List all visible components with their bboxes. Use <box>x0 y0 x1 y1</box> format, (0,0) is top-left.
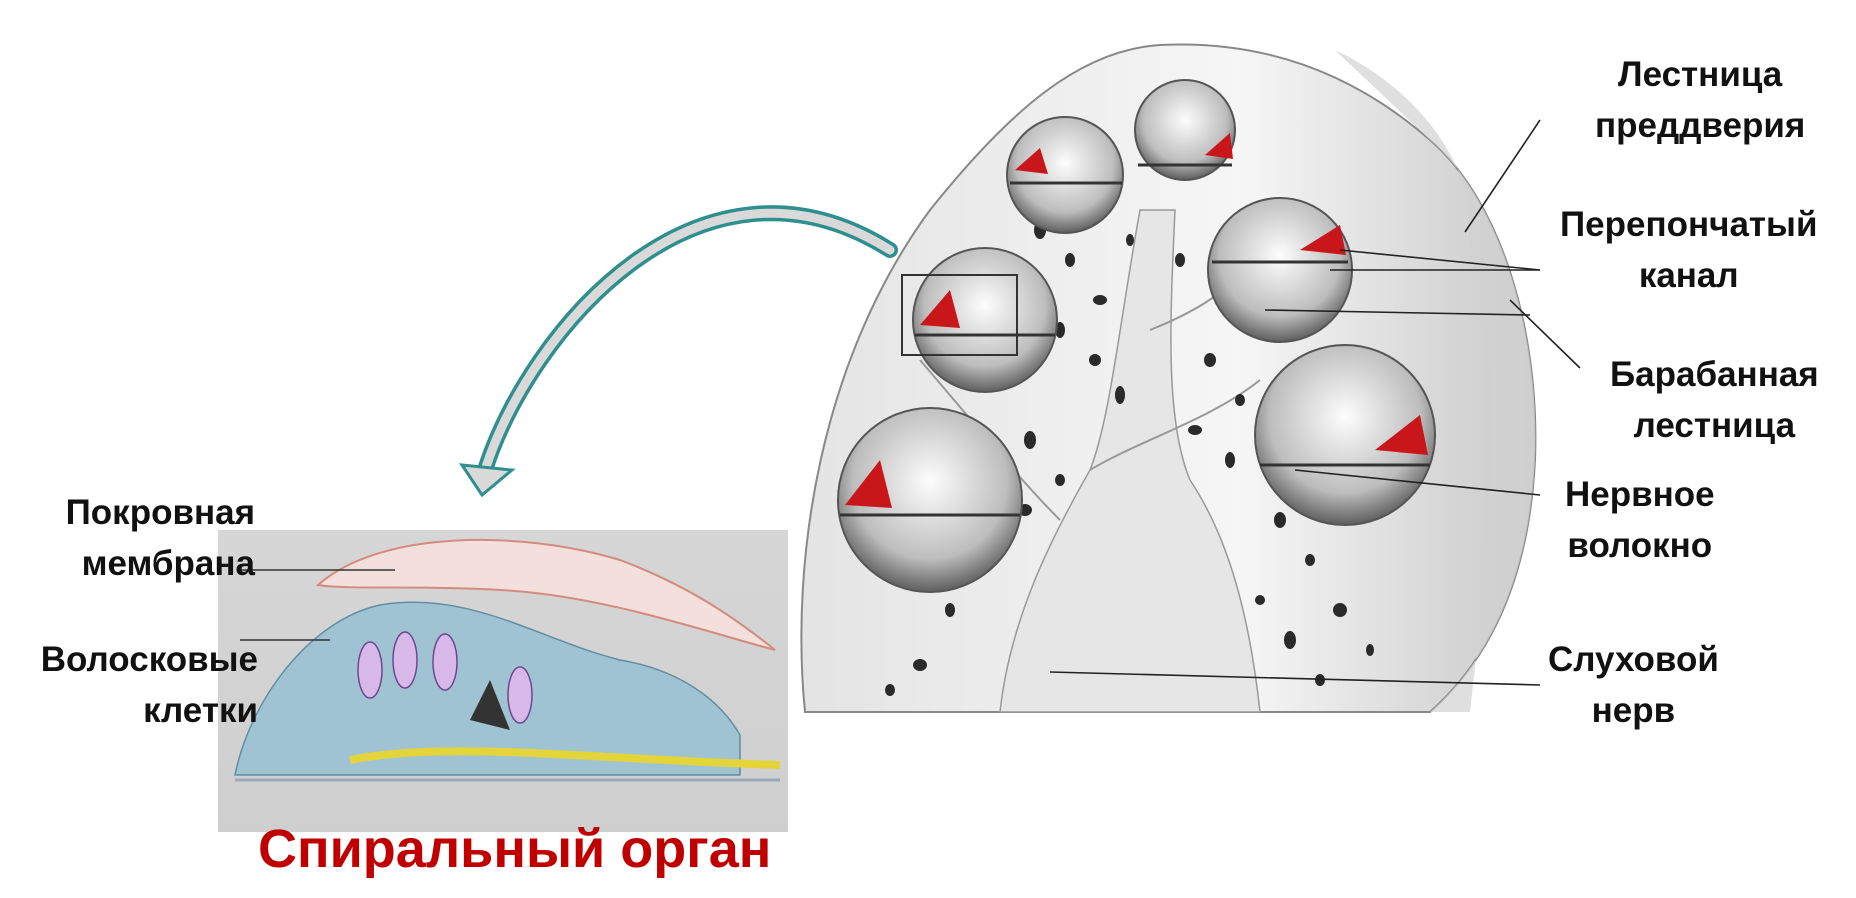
label-membranous-canal-line2: канал <box>1560 251 1817 302</box>
label-hair-cells-line2: клетки <box>8 686 258 737</box>
label-tectorial-membrane-line2: мембрана <box>40 539 255 590</box>
label-nerve-fiber-line1: Нервное <box>1565 470 1715 521</box>
label-scala-tympani-line1: Барабанная <box>1610 350 1819 401</box>
label-membranous-canal-line1: Перепончатый <box>1560 200 1817 251</box>
label-auditory-nerve: Слуховой нерв <box>1548 635 1719 737</box>
label-tectorial-membrane: Покровная мембрана <box>40 488 255 590</box>
label-scala-tympani: Барабанная лестница <box>1610 350 1819 452</box>
cochlea-cross-section <box>775 5 1545 715</box>
label-auditory-nerve-line2: нерв <box>1548 686 1719 737</box>
label-scala-vestibuli: Лестница преддверия <box>1595 50 1805 152</box>
label-tectorial-membrane-line1: Покровная <box>40 488 255 539</box>
label-scala-tympani-line2: лестница <box>1610 401 1819 452</box>
diagram-caption: Спиральный орган <box>258 818 771 880</box>
label-hair-cells: Волосковые клетки <box>8 635 258 737</box>
label-scala-vestibuli-line2: преддверия <box>1595 101 1805 152</box>
organ-of-corti-inset <box>218 530 788 832</box>
label-nerve-fiber-line2: волокно <box>1565 521 1715 572</box>
cochlear-turn-basal-left <box>838 408 1022 592</box>
label-hair-cells-line1: Волосковые <box>8 635 258 686</box>
label-auditory-nerve-line1: Слуховой <box>1548 635 1719 686</box>
label-membranous-canal: Перепончатый канал <box>1560 200 1817 302</box>
label-scala-vestibuli-line1: Лестница <box>1595 50 1805 101</box>
cochlear-turn-apex-right <box>1135 80 1235 180</box>
cochlear-turn-apex-left <box>1007 117 1123 233</box>
cochlear-turn-basal-right <box>1255 345 1435 525</box>
label-nerve-fiber: Нервное волокно <box>1565 470 1715 572</box>
